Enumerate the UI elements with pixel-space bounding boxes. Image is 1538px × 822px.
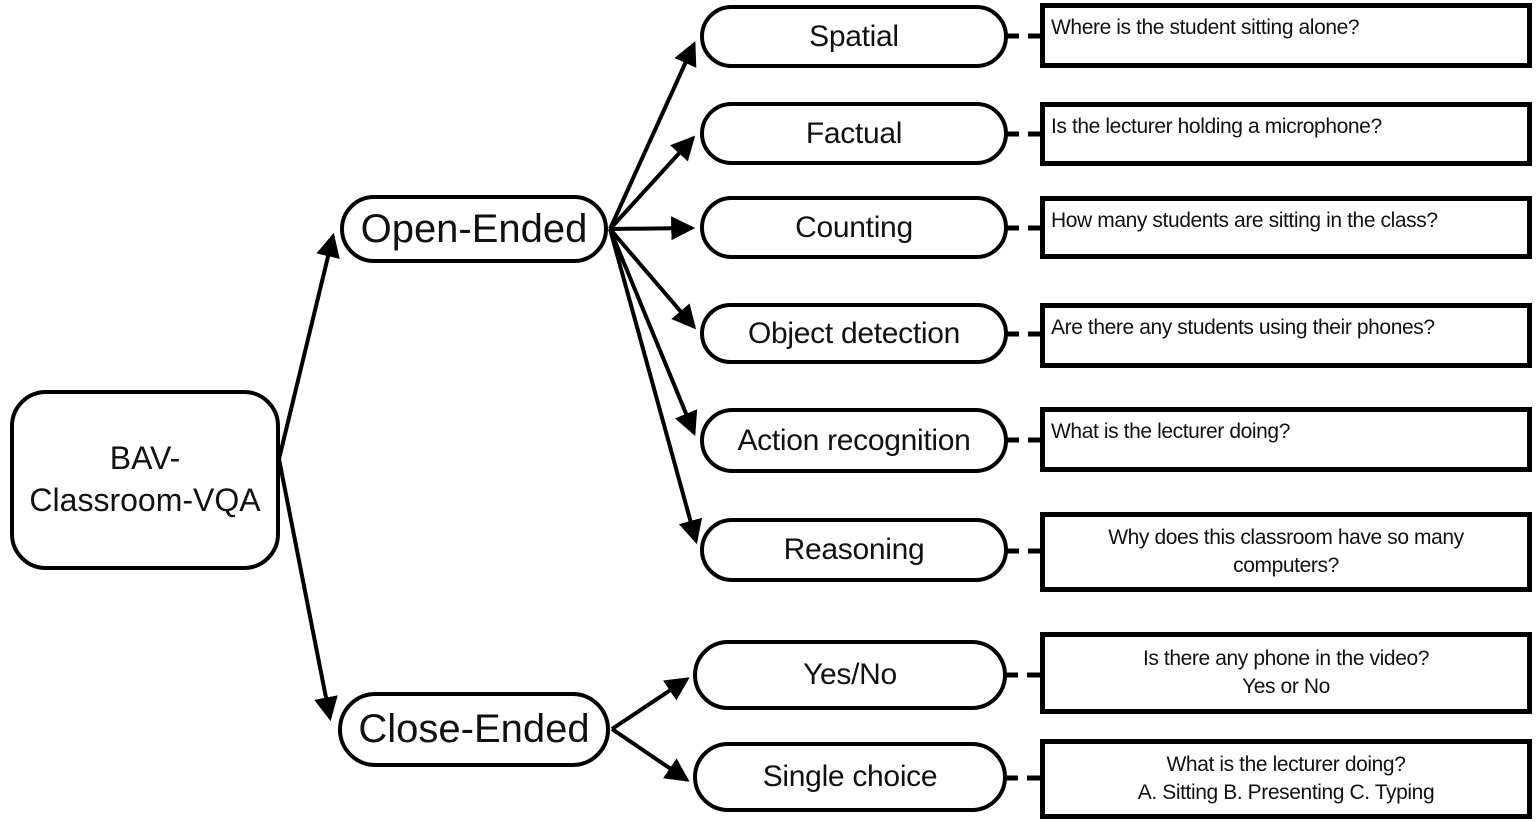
category-node-reasoning: Reasoning xyxy=(700,518,1008,582)
category-label: Factual xyxy=(805,116,903,150)
category-node-single-choice: Single choice xyxy=(693,742,1007,812)
example-question: How many students are sitting in the cla… xyxy=(1051,209,1438,232)
category-label: Single choice xyxy=(762,760,938,793)
category-label: Counting xyxy=(795,210,913,244)
example-box-single-choice: What is the lecturer doing? A. Sitting B… xyxy=(1040,739,1532,819)
example-question: What is the lecturer doing? xyxy=(1051,420,1290,443)
category-label: Yes/No xyxy=(803,658,897,691)
example-box-yes-no: Is there any phone in the video? Yes or … xyxy=(1040,632,1532,714)
example-question: Why does this classroom have so many com… xyxy=(1108,525,1464,577)
example-question: Are there any students using their phone… xyxy=(1051,316,1435,339)
example-question-line2: A. Sitting B. Presenting C. Typing xyxy=(1137,781,1435,804)
example-question-line1: What is the lecturer doing? xyxy=(1166,752,1406,776)
example-box-object-detection: Are there any students using their phone… xyxy=(1040,303,1532,368)
category-node-action-recognition: Action recognition xyxy=(700,408,1008,473)
root-node-bav-classroom-vqa: BAV-Classroom-VQA xyxy=(10,390,280,570)
example-box-action-recognition: What is the lecturer doing? xyxy=(1040,407,1532,472)
example-question: Is the lecturer holding a microphone? xyxy=(1051,115,1382,138)
branch-node-close-ended: Close-Ended xyxy=(338,692,610,767)
example-box-spatial: Where is the student sitting alone? xyxy=(1040,3,1532,68)
category-node-spatial: Spatial xyxy=(700,5,1008,68)
category-node-counting: Counting xyxy=(700,196,1008,259)
branch-node-open-ended: Open-Ended xyxy=(340,195,608,263)
example-question: Where is the student sitting alone? xyxy=(1051,16,1360,39)
example-question-line1: Is there any phone in the video? xyxy=(1142,646,1430,670)
root-node-label: BAV-Classroom-VQA xyxy=(29,440,261,518)
category-node-factual: Factual xyxy=(700,102,1008,165)
category-label: Action recognition xyxy=(737,423,971,457)
example-box-counting: How many students are sitting in the cla… xyxy=(1040,196,1532,259)
branch-label: Close-Ended xyxy=(358,707,590,751)
example-box-factual: Is the lecturer holding a microphone? xyxy=(1040,102,1532,166)
example-box-reasoning: Why does this classroom have so many com… xyxy=(1040,512,1532,592)
branch-label: Open-Ended xyxy=(360,206,588,251)
example-question-line2: Yes or No xyxy=(1242,675,1330,698)
category-node-yes-no: Yes/No xyxy=(693,640,1007,710)
category-node-object-detection: Object detection xyxy=(700,303,1008,364)
category-label: Spatial xyxy=(809,19,899,53)
category-label: Reasoning xyxy=(783,533,925,566)
category-label: Object detection xyxy=(748,316,960,350)
